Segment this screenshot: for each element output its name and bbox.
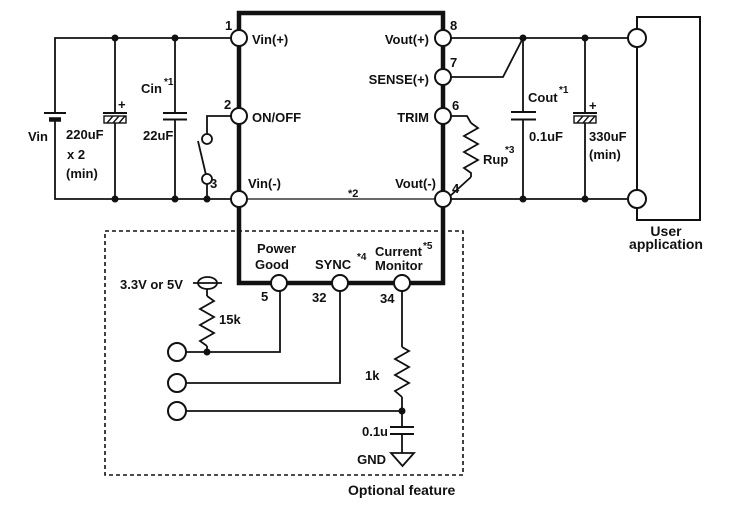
pin-1-number: 1 xyxy=(225,18,232,33)
switch-contact-bottom xyxy=(201,173,213,185)
cout-capacitor: Cout *1 0.1uF xyxy=(511,85,569,144)
dcdc-module: 1 2 3 8 7 6 4 5 32 34 Vin(+) ON/OFF Vin(… xyxy=(210,10,460,306)
pin-2-label: ON/OFF xyxy=(252,110,301,125)
wire-power-good xyxy=(177,291,281,353)
resistor-1k: 1k xyxy=(365,346,411,398)
pin-32-number: 32 xyxy=(312,290,326,305)
pin-32-note: *4 xyxy=(357,252,367,263)
resistor-zigzag xyxy=(198,295,216,347)
capacitor-0p1u: 0.1u xyxy=(362,424,414,439)
wire-sync xyxy=(177,291,341,384)
output-bulk-capacitor: + 330uF (min) xyxy=(573,98,627,162)
polarity-plus: + xyxy=(589,98,597,113)
cin-value: 22uF xyxy=(143,128,173,143)
signal-terminals xyxy=(167,342,187,421)
pin-2-number: 2 xyxy=(224,97,231,112)
cout-name: Cout xyxy=(528,90,558,105)
on-off-switch xyxy=(197,133,213,185)
pin-3-number: 3 xyxy=(210,176,217,191)
pin-2-circle xyxy=(230,107,248,125)
bulk-cap-qty: x 2 xyxy=(67,147,85,162)
pin-5-circle xyxy=(270,274,288,292)
cout-note: *1 xyxy=(559,85,569,96)
module-internal-note: *2 xyxy=(348,188,358,200)
pin-34-label-1: Current xyxy=(375,244,423,259)
ground-triangle xyxy=(389,452,416,468)
resistor-15k: 15k xyxy=(198,295,241,347)
pin-8-label: Vout(+) xyxy=(385,32,429,47)
polarity-plus: + xyxy=(118,97,126,112)
terminal-power-good xyxy=(167,342,187,362)
pin-1-circle xyxy=(230,29,248,47)
junction-dots xyxy=(111,34,589,415)
switch-lever xyxy=(197,140,207,176)
pin-6-circle xyxy=(434,107,452,125)
vin-battery: Vin xyxy=(28,112,66,144)
cout-value: 0.1uF xyxy=(529,129,563,144)
pin-8-number: 8 xyxy=(450,18,457,33)
bulk-cap-value: 330uF xyxy=(589,129,627,144)
pin-6-number: 6 xyxy=(452,98,459,113)
wiring xyxy=(54,37,637,453)
user-app-terminal-top xyxy=(627,28,647,48)
pin-1-label: Vin(+) xyxy=(252,32,288,47)
pin-4-number: 4 xyxy=(452,181,460,196)
optional-feature-border xyxy=(104,230,464,476)
user-application-label-2: application xyxy=(629,236,703,252)
bulk-cap-min: (min) xyxy=(589,147,621,162)
optional-feature-caption: Optional feature xyxy=(348,482,456,498)
pin-8-circle xyxy=(434,29,452,47)
bulk-cap-min: (min) xyxy=(66,166,98,181)
pin-3-circle xyxy=(230,190,248,208)
pin-34-circle xyxy=(393,274,411,292)
r15k-value: 15k xyxy=(219,312,241,327)
wire-sense xyxy=(443,37,524,78)
input-bulk-capacitor: + 220uF x 2 (min) xyxy=(66,97,127,181)
cap-hatched-plate xyxy=(103,115,127,124)
pin-5-label-1: Power xyxy=(257,241,296,256)
rup-note: *3 xyxy=(505,145,515,156)
pin-34-number: 34 xyxy=(380,291,395,306)
cin-capacitor: Cin *1 22uF xyxy=(141,77,187,143)
supply-terminal: 3.3V or 5V xyxy=(120,276,222,292)
pin-34-label-2: Monitor xyxy=(375,258,423,273)
gnd-label: GND xyxy=(357,452,386,467)
pin-6-label: TRIM xyxy=(397,110,429,125)
user-application-label-1: User xyxy=(650,223,682,239)
cin-note: *1 xyxy=(164,77,174,88)
switch-contact-top xyxy=(201,133,213,145)
pin-32-label: SYNC xyxy=(315,257,352,272)
pin-4-label: Vout(-) xyxy=(395,176,436,191)
cin-name: Cin xyxy=(141,81,162,96)
pin-7-circle xyxy=(434,68,452,86)
vin-source-label: Vin xyxy=(28,129,48,144)
resistor-zigzag xyxy=(462,122,480,177)
pin-7-label: SENSE(+) xyxy=(369,72,429,87)
pin-5-number: 5 xyxy=(261,289,268,304)
user-application-box xyxy=(636,16,701,221)
resistor-zigzag xyxy=(393,346,411,398)
pin-4-circle xyxy=(434,190,452,208)
c0p1u-value: 0.1u xyxy=(362,424,388,439)
user-application: User application xyxy=(627,16,703,252)
pin-34-note: *5 xyxy=(423,241,433,252)
gnd-symbol: GND xyxy=(357,452,416,468)
pin-7-number: 7 xyxy=(450,55,457,70)
pin-5-label-2: Good xyxy=(255,257,289,272)
optional-feature-box: Optional feature xyxy=(104,230,464,498)
terminal-current-monitor xyxy=(167,401,187,421)
bulk-cap-value: 220uF xyxy=(66,127,104,142)
pin-3-label: Vin(-) xyxy=(248,176,281,191)
terminal-sync xyxy=(167,373,187,393)
rup-name: Rup xyxy=(483,152,508,167)
rup-resistor: Rup *3 xyxy=(462,122,515,177)
cap-hatched-plate xyxy=(573,115,597,124)
pin-32-circle xyxy=(331,274,349,292)
supply-voltage-label: 3.3V or 5V xyxy=(120,277,183,292)
r1k-value: 1k xyxy=(365,368,380,383)
user-app-terminal-bottom xyxy=(627,189,647,209)
